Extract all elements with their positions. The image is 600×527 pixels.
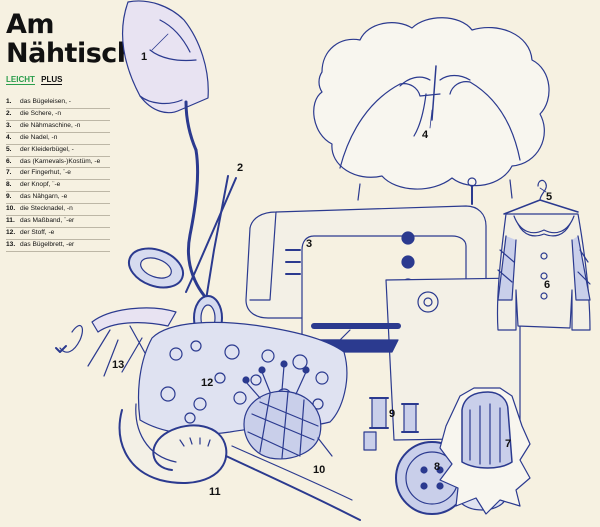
vocab-item: 13. das Bügelbrett, -er (6, 240, 110, 252)
vocab-word: der Stoff, -e (20, 228, 55, 236)
vocab-item: 5. der Kleiderbügel, - (6, 145, 110, 157)
vocab-number: 11. (6, 217, 15, 225)
ironing-board-drawing (55, 307, 177, 377)
label-10: 10 (313, 464, 325, 476)
vocab-number: 9. (6, 193, 12, 201)
vocab-word: der Kleiderbügel, - (20, 145, 74, 153)
pincushion-drawing (242, 360, 333, 460)
vocab-word: das Nähgarn, -e (20, 193, 68, 201)
title-line-1: Am (6, 9, 55, 40)
vocab-word: die Nähmaschine, -n (20, 121, 81, 129)
label-6: 6 (544, 279, 550, 291)
vocab-word: das (Karnevals-)Kostüm, -e (20, 157, 101, 165)
label-3: 3 (306, 238, 312, 250)
vocab-word: die Schere, -n (20, 109, 62, 117)
label-8: 8 (434, 461, 440, 473)
costume-drawing (496, 179, 591, 331)
vocab-number: 7. (6, 169, 12, 177)
title-line-2: Nähtisch (6, 38, 136, 69)
vocab-item: 2. die Schere, -n (6, 109, 110, 121)
vocab-word: der Fingerhut, ¨-e (20, 169, 71, 177)
label-12: 12 (201, 377, 213, 389)
label-13: 13 (112, 359, 124, 371)
vocab-item: 4. die Nadel, -n (6, 133, 110, 145)
vocab-number: 13. (6, 240, 16, 248)
vocabulary-list: 1. das Bügeleisen, - 2. die Schere, -n 3. d… (6, 97, 110, 252)
tag-leicht: LEICHT (6, 75, 35, 85)
vocab-number: 1. (6, 98, 12, 105)
label-11: 11 (209, 486, 221, 498)
vocab-item: 11. das Maßband, ¨-er (6, 216, 110, 228)
vocab-number: 2. (6, 109, 12, 117)
vocab-number: 10. (6, 205, 16, 213)
vocab-number: 8. (6, 181, 12, 189)
label-4: 4 (422, 129, 429, 141)
vocab-item: 10. die Stecknadel, -n (6, 204, 110, 217)
page-title: Am Nähtisch (6, 10, 136, 68)
vocab-number: 6. (6, 157, 12, 165)
tape-measure-drawing (118, 403, 361, 521)
vocab-item: 8. der Knopf, ¨-e (6, 180, 110, 193)
vocab-number: 5. (6, 145, 12, 153)
label-2: 2 (237, 162, 243, 174)
vocab-word: das Maßband, ¨-er (20, 217, 75, 225)
vocab-item: 9. das Nähgarn, -e (6, 192, 110, 205)
label-9: 9 (389, 408, 395, 420)
vocab-item: 7. der Fingerhut, ¨-e (6, 168, 110, 181)
vocab-number: 3. (6, 121, 12, 129)
vocab-number: 12. (6, 228, 16, 236)
vocab-number: 4. (6, 133, 12, 141)
label-7: 7 (505, 438, 511, 450)
vocab-item: 1. das Bügeleisen, - (6, 97, 110, 109)
vocab-word: das Bügelbrett, -er (20, 240, 75, 248)
level-tags: LEICHT PLUS (6, 75, 63, 85)
vocab-word: das Bügeleisen, - (20, 98, 71, 105)
vocab-word: der Knopf, ¨-e (20, 181, 61, 189)
vocab-word: die Nadel, -n (20, 133, 58, 141)
thimble-drawing (439, 387, 531, 515)
label-1: 1 (141, 51, 147, 63)
hands-needle-bubble (313, 17, 550, 201)
label-5: 5 (546, 191, 552, 203)
vocab-item: 12. der Stoff, -e (6, 228, 110, 240)
thread-spools-drawing (363, 397, 419, 451)
vocab-item: 6. das (Karnevals-)Kostüm, -e (6, 157, 110, 169)
tag-plus: PLUS (41, 75, 63, 85)
iron-drawing (122, 0, 216, 308)
vocab-item: 3. die Nähmaschine, -n (6, 121, 110, 133)
vocab-word: die Stecknadel, -n (20, 205, 73, 213)
